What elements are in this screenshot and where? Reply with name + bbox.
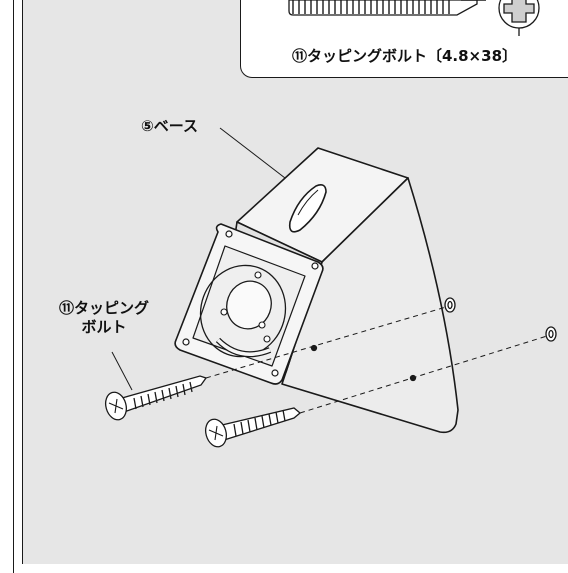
base-callout-label: ⑤ベース — [141, 117, 198, 135]
base-side-plate — [281, 177, 459, 434]
screw-callout-line2: ボルト — [81, 318, 127, 336]
screw-callout-label: ⑪タッピング ボルト — [44, 299, 164, 337]
leader-lines — [111, 127, 286, 391]
screw-detail-drawing — [288, 0, 540, 36]
tapping-screw-2 — [204, 407, 302, 448]
slot-hole — [288, 184, 327, 233]
page-margin-rule — [13, 0, 14, 573]
tapping-screw-1 — [104, 375, 208, 421]
mounting-plate — [174, 223, 324, 385]
inset-caption: ⑪タッピングボルト〔4.8×38〕 — [291, 47, 518, 65]
washers — [444, 297, 557, 342]
screw-callout-line1: ⑪タッピング — [58, 299, 149, 317]
assembly-guide-lines — [205, 306, 548, 414]
screw-detail-inset: ⑪タッピングボルト〔4.8×38〕 — [240, 0, 568, 78]
